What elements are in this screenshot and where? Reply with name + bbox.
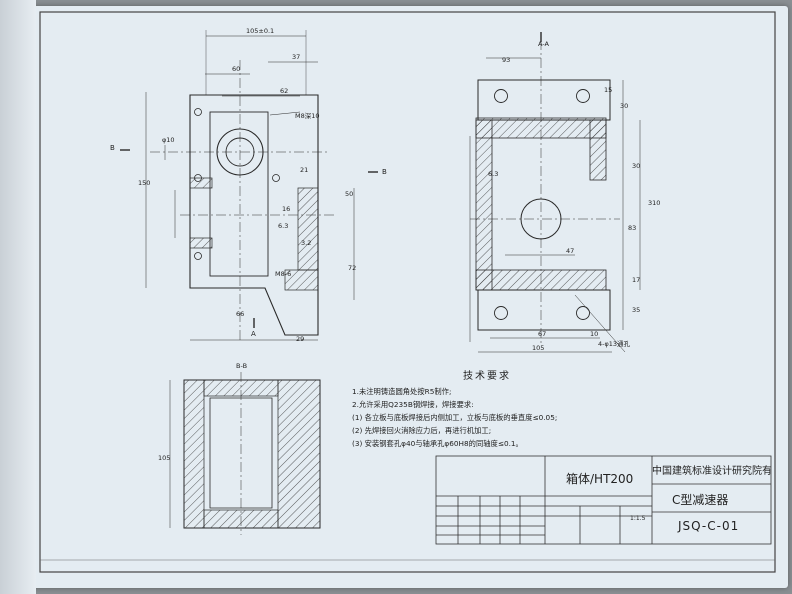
view-label: A-A [538,40,550,48]
material-label: 箱体/HT200 [566,472,634,486]
dim-text: 6.3 [488,170,498,178]
dim-text: 62 [280,87,288,95]
note-item: 2.允许采用Q235B钢焊接，焊接要求: [352,400,474,409]
dim-text: 150 [138,179,150,187]
note-item: 1.未注明铸造圆角处按R5制作; [352,387,452,396]
company-name: 中国建筑标准设计研究院有限公司 [652,466,771,477]
sheet-fold [0,0,36,594]
sheet-border [39,11,776,573]
dim-text: 50 [345,190,353,198]
section-aa-dimensions: A-A 93 15 30 6.3 30 310 83 47 17 35 67 1… [488,40,660,352]
dim-text: 21 [300,166,308,174]
dim-text: 66 [236,310,244,318]
note-item: (3) 安装钢套孔φ40与轴承孔φ60H8的同轴度≤0.1。 [352,439,523,448]
dim-text: 83 [628,224,636,232]
dim-text: 17 [632,276,640,284]
dim-text: 15 [604,86,612,94]
drawing-number: JSQ-C-01 [678,519,740,533]
technical-notes: 技术要求 1.未注明铸造圆角处按R5制作; 2.允许采用Q235B钢焊接，焊接要… [352,370,582,450]
section-bb-view [169,372,321,535]
dim-text: 4-φ13通孔 [598,339,631,348]
front-view-dimensions: 105±0.1 37 60 62 M8深10 φ10 21 16 6.3 3.2… [110,27,387,343]
section-aa-view [469,32,641,353]
dim-text: M8深10 [295,111,320,120]
dim-text: 16 [282,205,290,213]
part-name: C型减速器 [672,493,729,507]
dim-text: 30 [620,102,628,110]
dim-text: 105±0.1 [246,27,274,35]
dim-text: 105 [532,344,544,352]
dim-text: 37 [292,53,300,61]
dim-text: 47 [566,247,574,255]
dim-text: M8-6 [275,270,291,278]
dim-text: 30 [632,162,640,170]
dim-text: 72 [348,264,356,272]
title-block [435,455,772,545]
section-marker: B [382,168,387,176]
scale-value: 1:1.5 [630,515,646,522]
front-view [120,30,378,341]
dim-text: φ10 [162,136,175,144]
dim-text: 29 [296,335,304,343]
dim-text: 10 [590,330,598,338]
note-item: (1) 各立板与底板焊接后内侧加工，立板与底板的垂直度≤0.05; [352,413,558,422]
notes-heading: 技术要求 [463,371,511,382]
view-label: B-B [236,362,247,370]
dim-text: 3.2 [301,239,311,247]
section-bb-dimensions: B-B 105 [158,362,247,462]
note-item: (2) 先焊接回火消除应力后，再进行机加工; [352,426,492,435]
dim-text: 60 [232,65,240,73]
section-marker: B [110,144,115,152]
dim-text: 93 [502,56,510,64]
dim-text: 310 [648,199,660,207]
drawing-sheet [18,6,788,588]
dim-text: 6.3 [278,222,288,230]
dim-text: 67 [538,330,546,338]
section-marker: A [251,330,256,338]
dim-text: 105 [158,454,170,462]
dim-text: 35 [632,306,640,314]
